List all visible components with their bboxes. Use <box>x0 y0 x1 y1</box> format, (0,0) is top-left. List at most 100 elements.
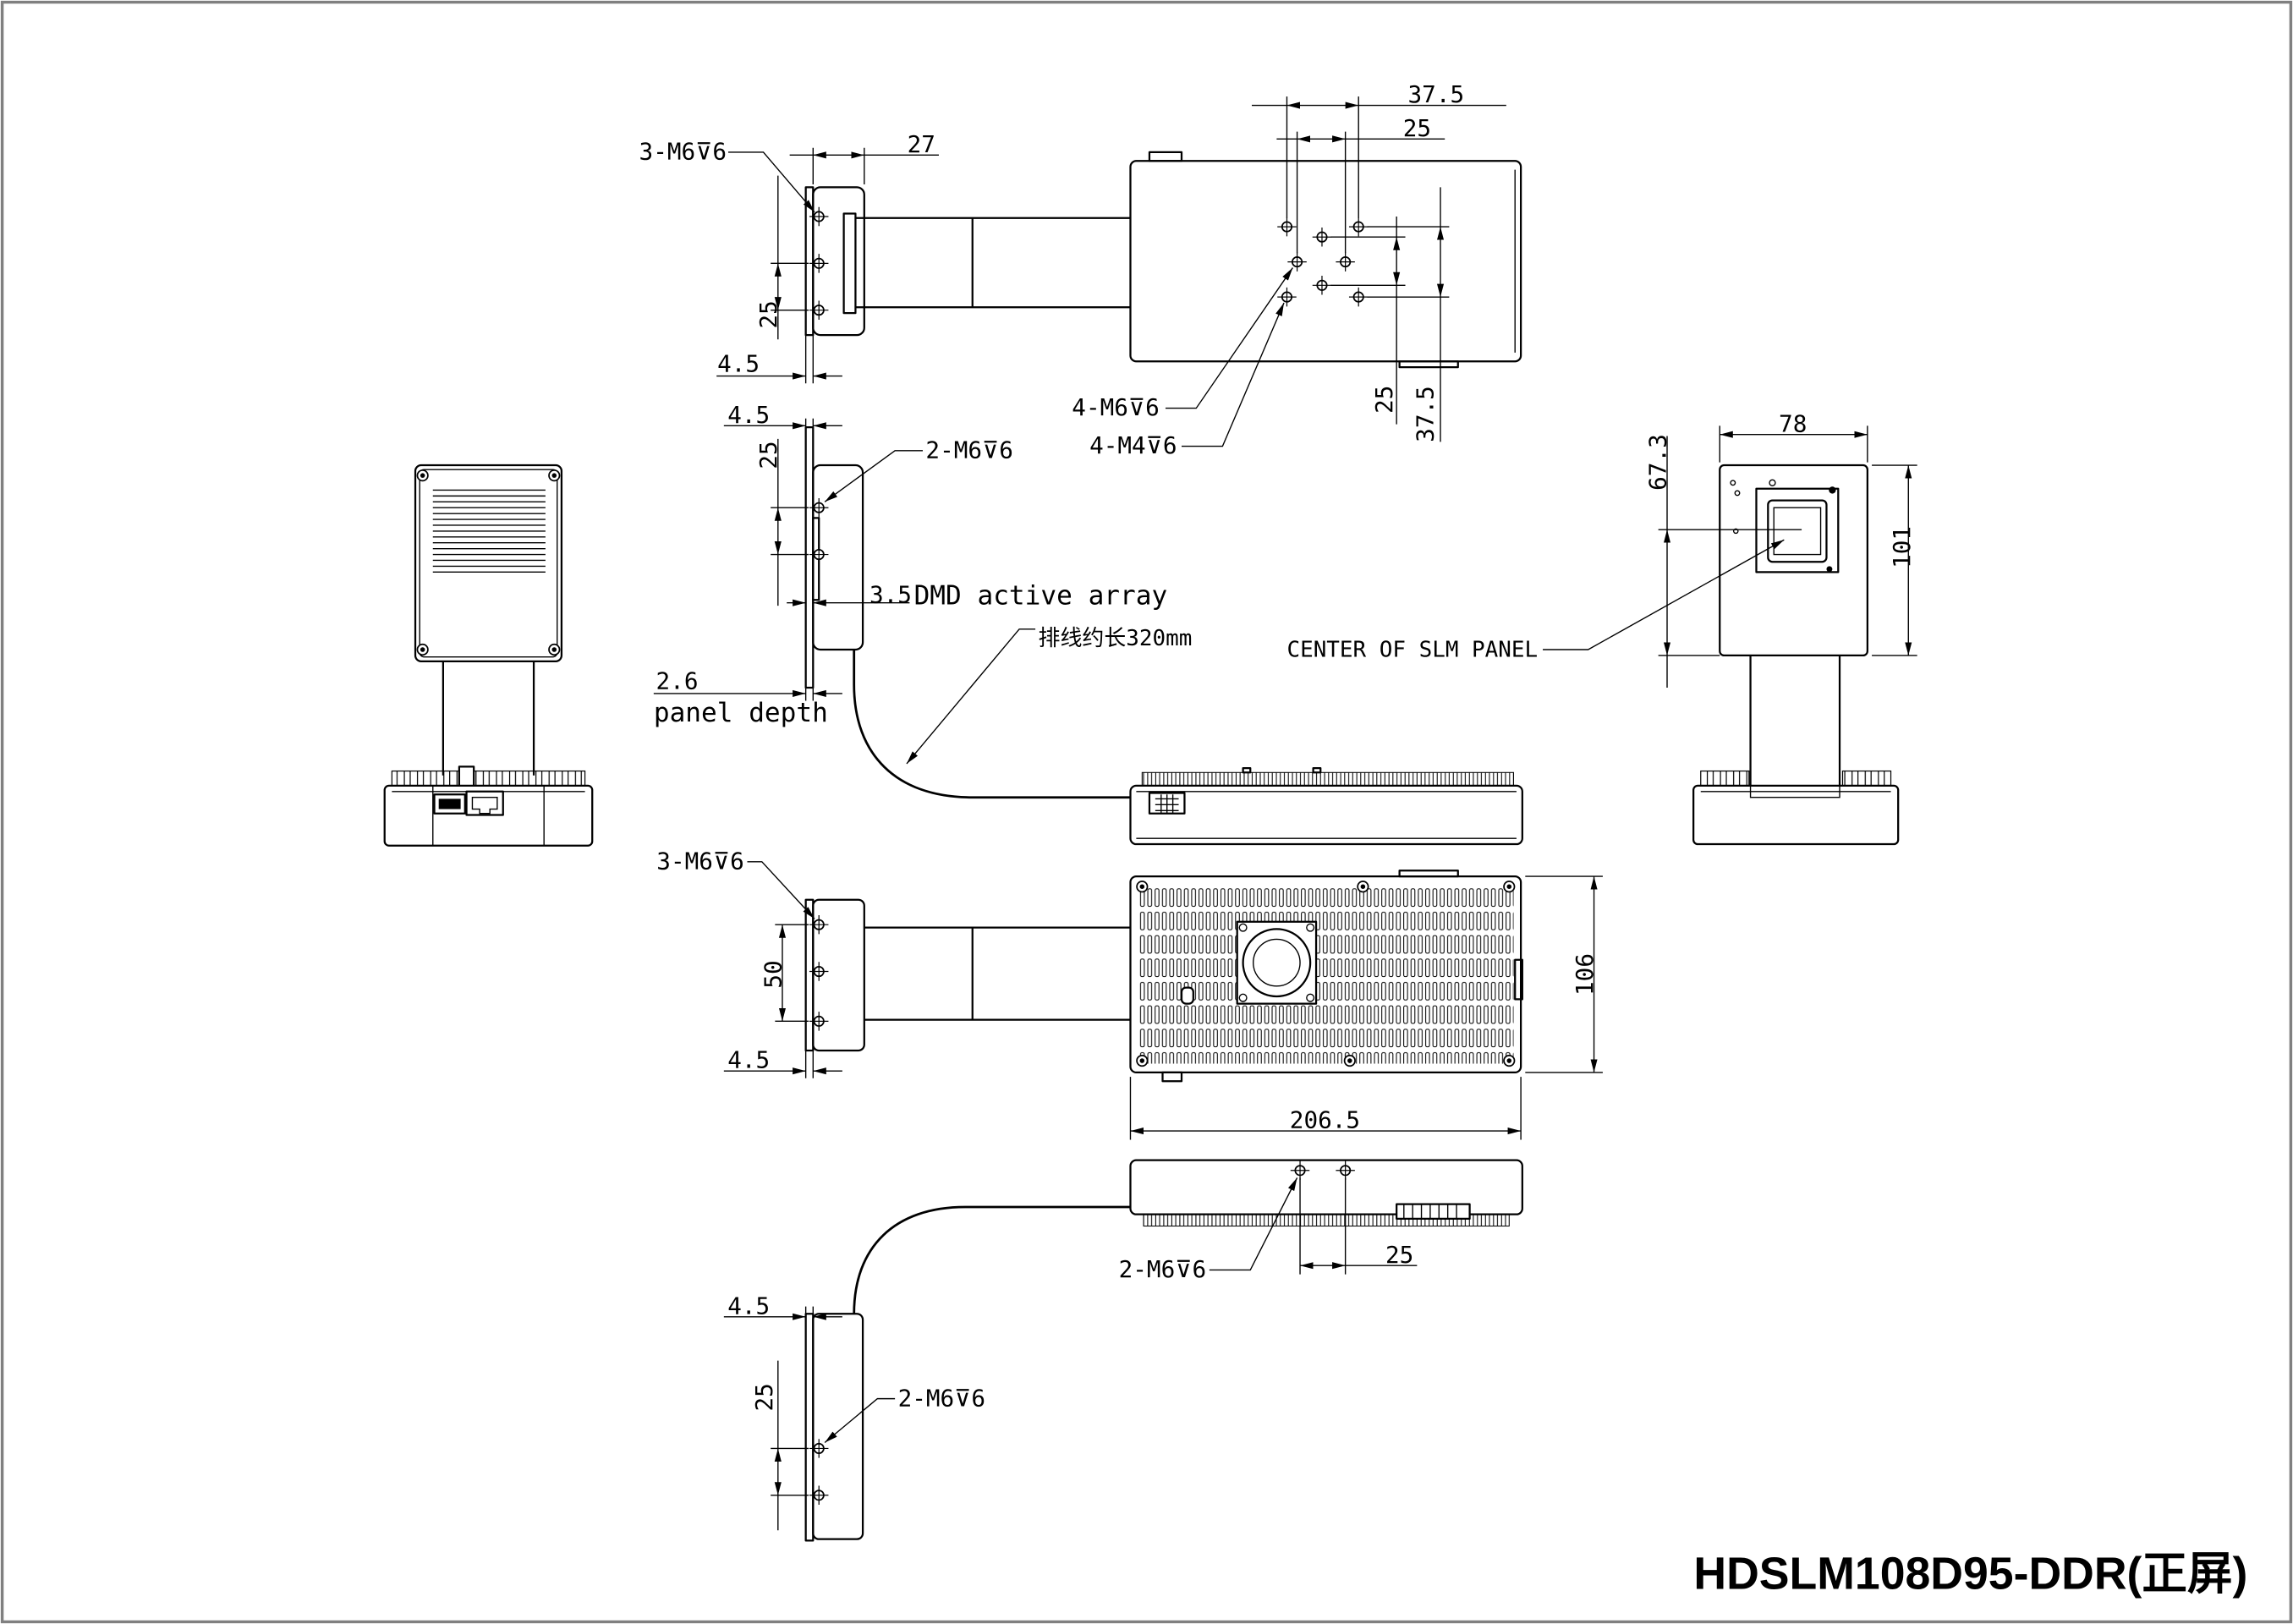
dimension-text: 27 <box>908 130 935 158</box>
slm-window <box>1755 487 1840 573</box>
usb-port <box>433 793 466 815</box>
top-view: 27 3-M6⊽6 25 4.5 37.5 25 <box>639 80 1522 459</box>
dim-outer-hole-pitch-v: 37.5 <box>1367 187 1450 442</box>
callout-bracket-holes: 3-M6⊽6 <box>656 847 815 919</box>
usb-port-inner <box>438 798 461 809</box>
base-fins-right <box>1841 770 1892 787</box>
dimension-text: 106 <box>1571 953 1599 996</box>
screw <box>1136 1054 1149 1067</box>
dim-panel-depth: 2.6 panel depth <box>654 655 842 728</box>
callout-panel-center: CENTER OF SLM PANEL <box>1286 539 1785 663</box>
dim-length: 206.5 <box>1129 1077 1522 1140</box>
dimension-text: 3.5 <box>869 581 912 609</box>
callout-m6-holes: 4-M6⊽6 <box>1072 267 1293 421</box>
dimension-text: 101 <box>1888 526 1916 568</box>
array-label: DMD active array <box>914 580 1168 611</box>
ethernet-port <box>465 790 504 816</box>
driver-housing <box>1129 1159 1523 1215</box>
callout-bracket-holes: 3-M6⊽6 <box>639 138 815 213</box>
driver-housing <box>1129 784 1523 846</box>
mark-dot <box>1734 490 1741 497</box>
front-view: 78 67.3 101 CENTER OF SLM PANEL <box>1286 409 1917 846</box>
mark-dot <box>1732 528 1739 535</box>
dimension-text: 2.6 <box>656 667 699 695</box>
extension-line <box>771 175 809 340</box>
flex-connector <box>842 212 857 315</box>
extension-line <box>1525 875 1603 1073</box>
driver-base <box>1692 784 1900 846</box>
dimension-text: 4.5 <box>727 401 770 429</box>
flex-cable <box>864 926 1131 1021</box>
dimension-text: 4.5 <box>727 1046 770 1074</box>
driver-housing <box>1129 875 1522 1074</box>
head-housing <box>414 464 563 662</box>
flex-cable <box>855 217 1131 309</box>
fan-hub <box>1253 938 1301 987</box>
vent-slits <box>432 489 546 573</box>
screw <box>1503 1054 1516 1067</box>
head-housing-inner <box>419 469 558 658</box>
callout-text: 3-M6⊽6 <box>639 138 727 166</box>
housing-detail-lines <box>1136 791 1517 839</box>
extension-line <box>1658 436 1802 688</box>
mark-dot <box>1769 479 1776 486</box>
screw <box>416 469 429 482</box>
panel-depth-label: panel depth <box>654 698 828 728</box>
screw <box>1136 881 1149 893</box>
extension-line <box>1299 1177 1418 1275</box>
dim-depth: 106 <box>1525 875 1603 1073</box>
callout-text: 4-M4⊽6 <box>1089 431 1177 459</box>
dimension-text: 4.5 <box>717 349 760 377</box>
flex-cable <box>853 1205 1131 1314</box>
cable-neck <box>442 661 535 776</box>
base-detail-lines <box>1700 785 1891 798</box>
bottom-view: 3-M6⊽6 50 4.5 106 206.5 <box>656 847 1603 1140</box>
screw <box>548 469 561 482</box>
dim-hole-pitch: 25 <box>1299 1177 1418 1275</box>
leader-line <box>824 1397 896 1444</box>
mark-dot <box>1826 566 1833 573</box>
housing-top-tab <box>1148 151 1183 162</box>
mark-dot <box>1730 480 1736 486</box>
dim-bracket-hole-pitch: 50 <box>759 924 809 1023</box>
callout-text: 2-M6⊽6 <box>898 1384 985 1412</box>
leader-line <box>1543 539 1785 650</box>
dim-flange-thickness: 4.5 <box>723 1292 842 1323</box>
base-fins-left <box>1700 770 1750 787</box>
housing-top-tab <box>1398 870 1459 878</box>
extension-line <box>1251 96 1506 218</box>
extension-line <box>771 438 809 606</box>
dimension-text: 37.5 <box>1411 386 1439 442</box>
dimension-text: 25 <box>1370 386 1398 414</box>
dimension-text: 25 <box>754 441 782 469</box>
dimension-text: 37.5 <box>1408 80 1465 108</box>
dim-inner-hole-pitch-h: 25 <box>1276 114 1445 254</box>
dim-hole-pitch: 25 <box>754 438 809 606</box>
callout-m4-holes: 4-M4⊽6 <box>1089 302 1285 459</box>
housing-side-tab <box>1514 958 1523 1001</box>
left-end-view <box>383 464 594 847</box>
callout-text: 2-M6⊽6 <box>925 436 1012 464</box>
dim-array-offset: 3.5 DMD active array <box>787 580 1167 612</box>
fan-screw <box>1306 923 1315 932</box>
rear-view: 2-M6⊽6 25 4.5 25 2-M6⊽6 <box>723 1159 1523 1542</box>
dim-outer-hole-pitch-h: 37.5 <box>1251 80 1506 218</box>
mark-dot <box>1829 486 1836 494</box>
housing-bottom-tab <box>1161 1071 1183 1083</box>
leader-line <box>747 861 815 919</box>
leader-line <box>906 628 1036 765</box>
dim-flange-thickness: 4.5 <box>723 401 842 433</box>
leader-line <box>1165 267 1293 409</box>
callout-text: 4-M6⊽6 <box>1072 393 1159 421</box>
dim-flange-thickness: 4.5 <box>716 335 842 384</box>
dimension-text: 67.3 <box>1643 434 1671 491</box>
callout-holes: 2-M6⊽6 <box>1119 1177 1298 1283</box>
leader-line <box>1181 302 1285 447</box>
callout-cable-length: 排线约长320mm <box>906 626 1192 765</box>
fin-bump <box>1312 766 1322 774</box>
screw <box>416 643 429 656</box>
screw <box>1343 1054 1356 1067</box>
heatsink-fins <box>1141 771 1514 787</box>
bracket-body <box>812 186 865 337</box>
